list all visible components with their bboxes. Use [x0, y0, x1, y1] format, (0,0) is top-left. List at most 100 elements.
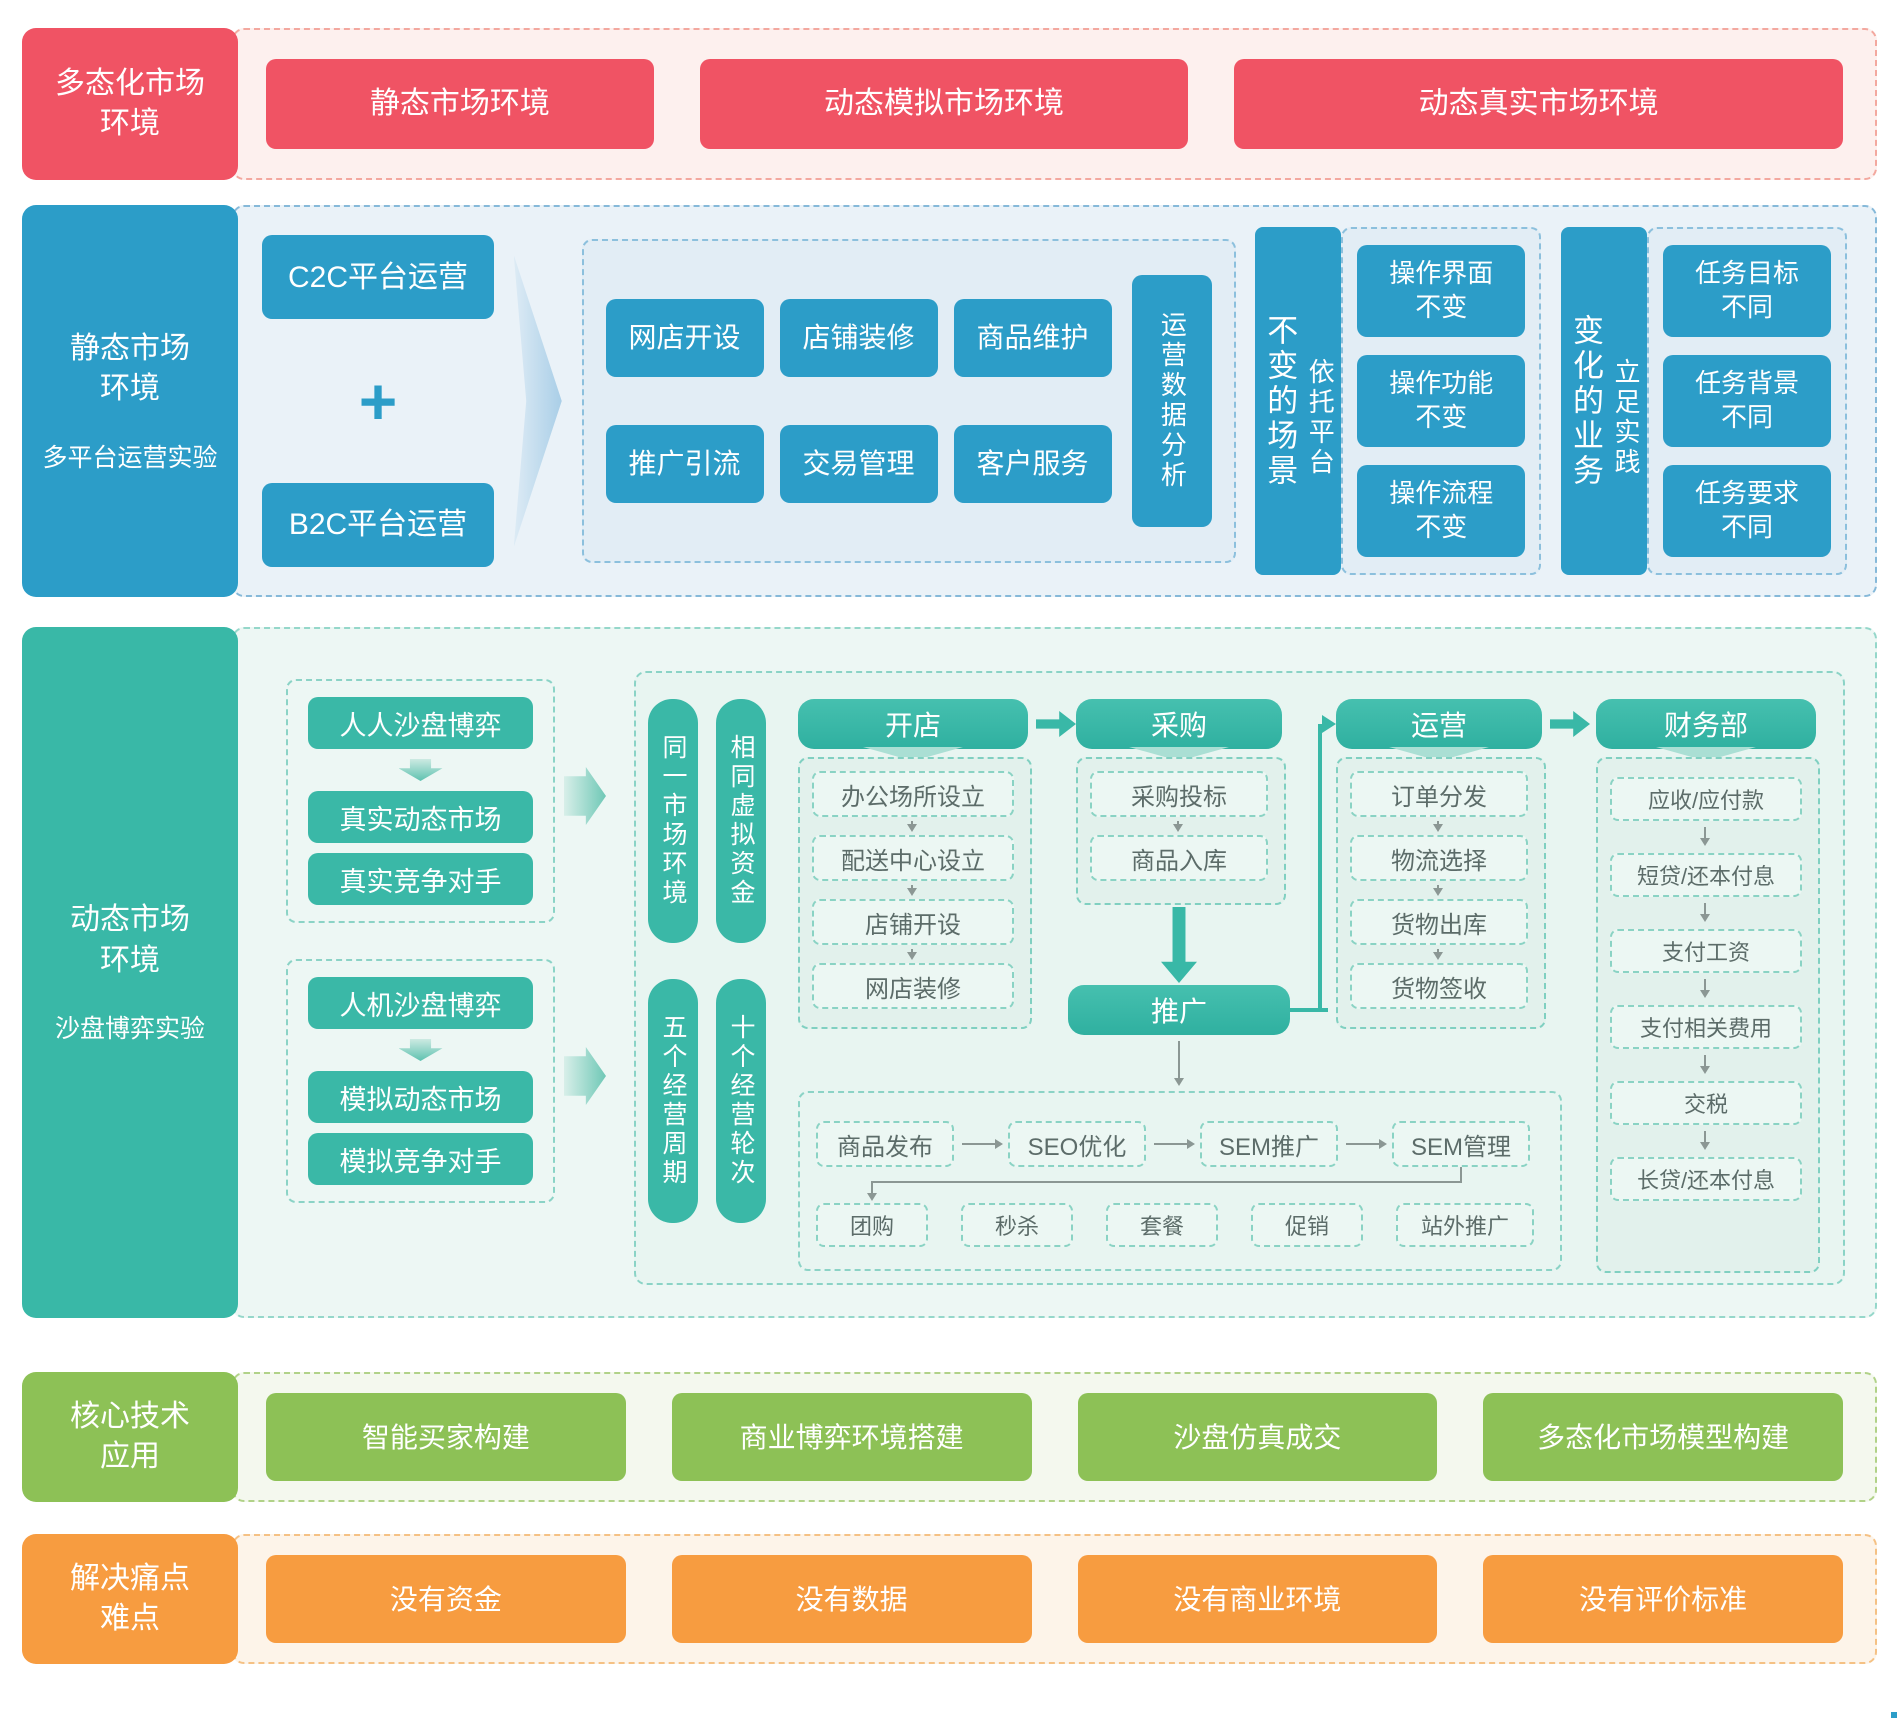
tech-box-sandbox-sim: 沙盘仿真成交 [1077, 1393, 1438, 1481]
row-pain-points: 解决痛点 难点 没有资金 没有数据 没有商业环境 没有评价标准 [22, 1534, 1877, 1664]
flow-item: 订单分发 [1350, 771, 1528, 817]
scene-box-ui: 操作界面 不变 [1357, 245, 1526, 337]
row-label-title: 静态市场 环境 [70, 331, 190, 406]
scene-pair: 不变的场景 依托平台 操作界面 不变 操作功能 不变 操作流程 不变 [1255, 227, 1542, 575]
ops-box-shop-decor: 店铺装修 [779, 299, 938, 377]
flow-item: 应收/应付款 [1610, 777, 1802, 821]
dynamic-market-container: 人人沙盘博弈 真实动态市场 真实竞争对手 人机沙盘博弈 模拟动态市场 模拟竞争对… [232, 627, 1877, 1318]
ops-box-shop-open: 网店开设 [605, 299, 764, 377]
connector-line [871, 1181, 1461, 1183]
b2c-platform-box: B2C平台运营 [262, 482, 494, 567]
ops-box-goods-maintain: 商品维护 [953, 299, 1112, 377]
task-goal-box: 任务目标 不同 [1663, 245, 1831, 337]
down-arrow-icon [1700, 1055, 1710, 1074]
tech-box-game-env: 商业博弈环境搭建 [671, 1393, 1032, 1481]
sim-dynamic-market-box: 模拟动态市场 [308, 1071, 533, 1123]
pvp-sandbox-box: 人人沙盘博弈 [308, 697, 533, 749]
down-arrow-icon [1173, 821, 1183, 832]
down-arrow-icon [1433, 821, 1443, 832]
down-arrow-icon [398, 759, 443, 781]
merge-arrow-icon [513, 255, 562, 547]
core-tech-container: 智能买家构建 商业博弈环境搭建 沙盘仿真成交 多态化市场模型构建 [232, 1372, 1877, 1502]
real-competitor-box: 真实竞争对手 [308, 853, 533, 905]
right-arrow-icon [1154, 1139, 1195, 1149]
row-label-subtitle: 多平台运营实验 [42, 443, 218, 472]
scene-box-process: 操作流程 不变 [1357, 465, 1526, 557]
row-label-core-tech: 核心技术 应用 [22, 1372, 238, 1502]
row-label-subtitle: 沙盘博弈实验 [54, 1015, 205, 1043]
thick-down-arrow-icon [1161, 907, 1197, 983]
pain-box-no-capital: 没有资金 [266, 1555, 626, 1643]
down-arrow-icon [1700, 1131, 1710, 1150]
changing-biz-bar: 变化的业务 立足实践 [1561, 227, 1647, 575]
promo-tactic: 套餐 [1106, 1203, 1218, 1247]
promo-step: 商品发布 [816, 1121, 954, 1167]
row-static-market: 静态市场 环境 多平台运营实验 C2C平台运营 + B2C平台运营 网店开设 店… [22, 205, 1877, 597]
row-label-static-market: 静态市场 环境 多平台运营实验 [22, 205, 238, 597]
flow-item: 物流选择 [1350, 835, 1528, 881]
tech-box-market-model: 多态化市场模型构建 [1483, 1393, 1843, 1481]
right-arrow-icon [1346, 1139, 1387, 1149]
pain-points-container: 没有资金 没有数据 没有商业环境 没有评价标准 [232, 1534, 1877, 1664]
biz-stack: 任务目标 不同 任务背景 不同 任务要求 不同 [1647, 227, 1847, 575]
market-env-static: 静态市场环境 [266, 59, 654, 149]
pain-box-no-data: 没有数据 [671, 1555, 1032, 1643]
static-market-container: C2C平台运营 + B2C平台运营 网店开设 店铺装修 商品维护 推广引流 交易… [232, 205, 1877, 597]
ops-box-trade-manage: 交易管理 [779, 425, 938, 503]
flow-header-operation: 运营 [1336, 699, 1542, 749]
flow-item: 配送中心设立 [812, 835, 1014, 881]
flow-item: 交税 [1610, 1081, 1802, 1125]
promo-step: SEO优化 [1008, 1121, 1146, 1167]
sim-competitor-box: 模拟竞争对手 [308, 1133, 533, 1185]
flow-header-open-shop: 开店 [798, 699, 1028, 749]
same-capital-bar: 相同虚拟资金 [716, 699, 766, 943]
promo-tactic: 促销 [1251, 1203, 1363, 1247]
corner-artifact [1891, 1712, 1897, 1718]
right-arrow-icon [1322, 715, 1345, 733]
flow-header-purchase: 采购 [1076, 699, 1282, 749]
flow-arrow-icon [1036, 711, 1076, 737]
down-arrow-icon [1433, 949, 1443, 960]
promo-tactic: 站外推广 [1396, 1203, 1534, 1247]
same-market-bar: 同一市场环境 [648, 699, 698, 943]
down-arrow-icon [907, 821, 917, 832]
flow-item: 货物出库 [1350, 899, 1528, 945]
ops-box-customer-service: 客户服务 [953, 425, 1112, 503]
promo-step: SEM推广 [1200, 1121, 1338, 1167]
flow-item: 支付工资 [1610, 929, 1802, 973]
promo-box: 推广 [1068, 985, 1290, 1035]
promo-step: SEM管理 [1392, 1121, 1530, 1167]
bar-main-text: 变化的业务 [1568, 313, 1603, 489]
flow-item: 商品入库 [1090, 835, 1268, 881]
promo-tactic: 团购 [816, 1203, 928, 1247]
real-dynamic-market-box: 真实动态市场 [308, 791, 533, 843]
pve-sandbox-group: 人机沙盘博弈 模拟动态市场 模拟竞争对手 [286, 959, 555, 1203]
tech-box-smart-buyer: 智能买家构建 [266, 1393, 626, 1481]
operations-grid: 网店开设 店铺装修 商品维护 推广引流 交易管理 客户服务 [605, 299, 1112, 503]
plus-icon: + [358, 363, 398, 438]
right-arrow-icon [564, 1047, 606, 1105]
connector-line [1290, 1008, 1328, 1012]
flow-item: 长贷/还本付息 [1610, 1157, 1802, 1201]
down-arrow-icon [1174, 1041, 1184, 1086]
row-dynamic-market: 动态市场 环境 沙盘博弈实验 人人沙盘博弈 真实动态市场 真实竞争对手 人机沙盘… [22, 627, 1877, 1318]
flow-arrow-icon [1550, 711, 1590, 737]
down-arrow-icon [1700, 903, 1710, 922]
ops-box-promotion: 推广引流 [605, 425, 764, 503]
pve-sandbox-box: 人机沙盘博弈 [308, 977, 533, 1029]
scene-stack: 操作界面 不变 操作功能 不变 操作流程 不变 [1341, 227, 1542, 575]
five-cycles-bar: 五个经营周期 [648, 979, 698, 1223]
market-env-dynamic-sim: 动态模拟市场环境 [699, 59, 1189, 149]
down-arrow-icon [907, 949, 917, 960]
row-label-title: 动态市场 环境 [70, 903, 190, 977]
down-arrow-icon [1700, 979, 1710, 998]
bar-side-text: 立足实践 [1611, 358, 1641, 478]
row-label-multi-market: 多态化市场 环境 [22, 28, 238, 180]
task-require-box: 任务要求 不同 [1663, 465, 1831, 557]
pain-box-no-standard: 没有评价标准 [1483, 1555, 1843, 1643]
row-multi-market: 多态化市场 环境 静态市场环境 动态模拟市场环境 动态真实市场环境 [22, 28, 1877, 180]
down-arrow-icon [398, 1039, 443, 1061]
sandbox-flow-container: 同一市场环境 相同虚拟资金 五个经营周期 十个经营轮次 开店 办公场所设立 配送… [634, 671, 1845, 1285]
operations-group: 网店开设 店铺装修 商品维护 推广引流 交易管理 客户服务 运营数据分析 [581, 239, 1236, 563]
